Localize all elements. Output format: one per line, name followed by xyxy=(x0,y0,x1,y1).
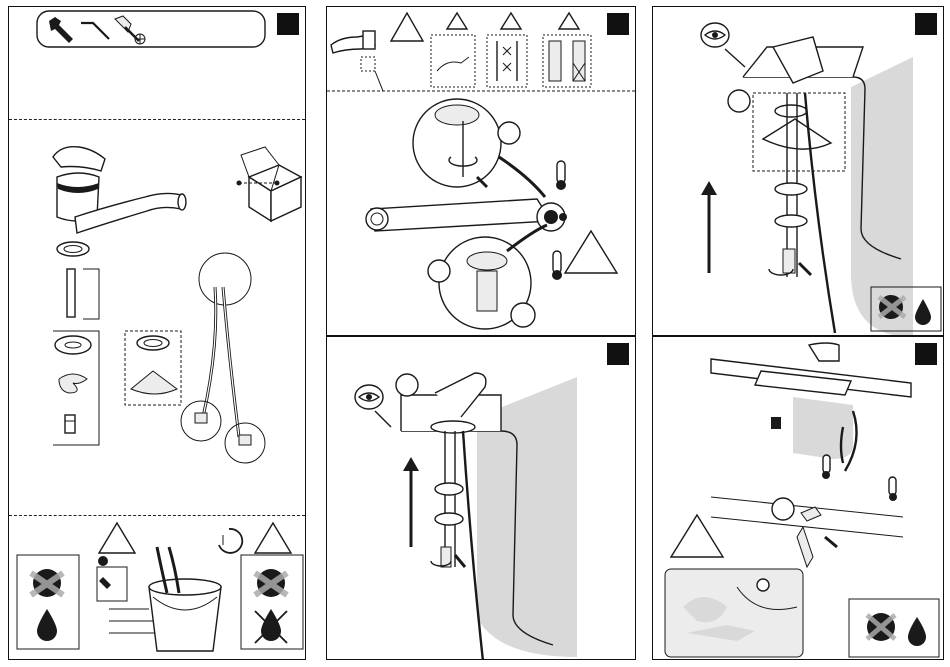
wrench-icon xyxy=(99,577,111,589)
clock-icon xyxy=(219,529,242,553)
warning-triangle-icon xyxy=(559,13,579,29)
panel-connect-supply xyxy=(652,336,944,660)
water-drop-icon xyxy=(261,609,281,641)
water-drop-icon xyxy=(37,609,57,641)
step-circle xyxy=(428,260,450,282)
thermometer-icon xyxy=(556,161,566,190)
warning-triangle-icon xyxy=(565,231,617,273)
step-circle xyxy=(772,498,794,520)
warning-triangle-icon xyxy=(671,515,723,557)
thermometer-icon xyxy=(889,477,897,501)
panel-temperature-setting xyxy=(326,6,636,336)
inset-detail xyxy=(665,569,803,657)
panel-tools-and-parts xyxy=(8,6,306,660)
water-drop-icon xyxy=(915,299,931,325)
panel-4-drawing xyxy=(653,7,944,336)
warning-triangle-icon xyxy=(447,13,467,29)
spout-side xyxy=(371,199,551,231)
warning-triangle-icon xyxy=(391,13,423,41)
step-circle xyxy=(396,374,418,396)
warning-triangle-icon xyxy=(501,13,521,29)
step-circle xyxy=(728,90,750,112)
flush-drawing xyxy=(9,7,306,660)
panel-2-drawing xyxy=(327,7,636,336)
panel-5-drawing xyxy=(653,337,944,660)
water-drop-icon xyxy=(908,617,926,646)
eye-icon xyxy=(701,23,729,47)
panel-mounting-underside xyxy=(652,6,944,336)
thermometer-icon xyxy=(552,251,562,280)
panel-tighten-from-below xyxy=(326,336,636,660)
warning-triangle-icon xyxy=(99,523,135,553)
faucet-mini xyxy=(809,343,839,361)
bucket-icon xyxy=(109,547,221,651)
step-circle xyxy=(498,122,520,144)
eye-icon xyxy=(355,385,383,409)
warning-triangle-icon xyxy=(255,523,291,553)
thermometer-icon xyxy=(822,455,830,479)
panel-3-drawing xyxy=(327,337,636,660)
